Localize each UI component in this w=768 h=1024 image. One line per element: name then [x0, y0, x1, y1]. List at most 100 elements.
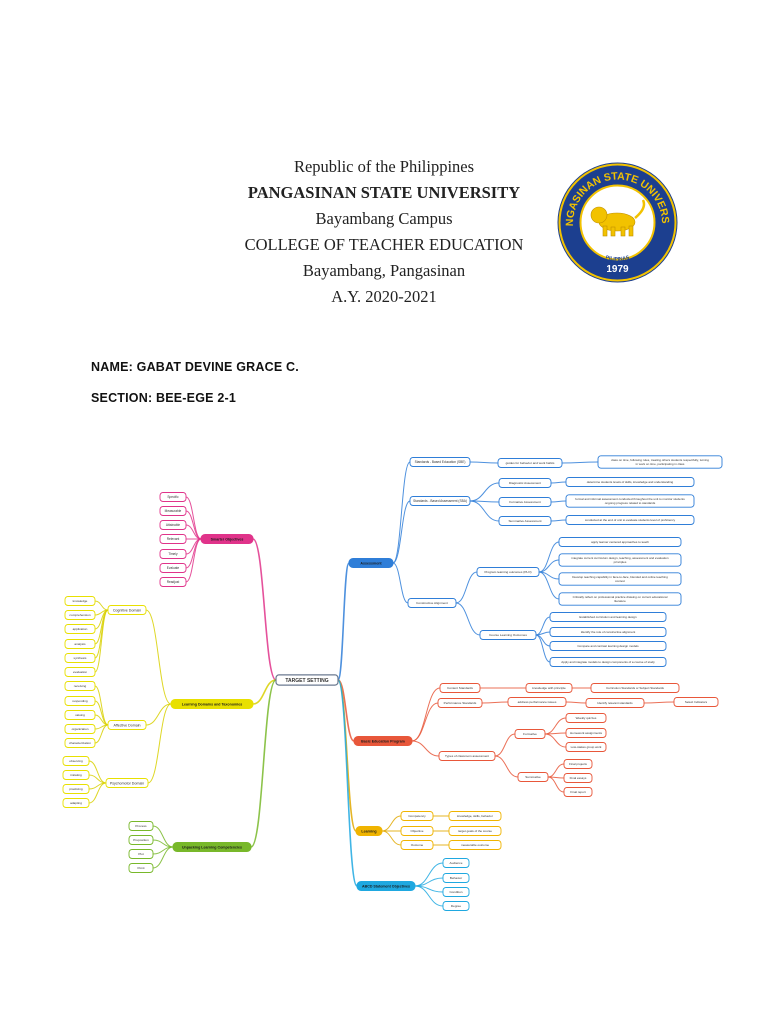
mind-map-node-conducted-at-the-end-of-unit-to-evaluate: conducted at the end of unit to evaluate… — [565, 515, 695, 525]
mind-map-node-label: valuing — [75, 713, 85, 717]
mind-map-link — [550, 500, 567, 503]
mind-map-node-learning: Learning — [355, 826, 383, 836]
mind-map-node-label: Outcome — [411, 843, 424, 847]
mind-map-node-label: Standards - Based Education (SBE) — [415, 460, 466, 464]
mind-map-node-final-report: Final report — [563, 787, 593, 797]
mind-map-node-label: Constructive Alignment — [416, 601, 448, 605]
mind-map-link — [185, 510, 202, 540]
mind-map-link — [547, 776, 565, 793]
mind-map-node-label: Summative Assessment — [508, 519, 541, 523]
mind-map-node-label: class on time, following rules, treating… — [611, 458, 709, 466]
mind-map-node-imitating: imitating — [62, 770, 90, 780]
mind-map-link — [152, 846, 174, 869]
mind-map-node-label: Cognitive Domain — [113, 608, 141, 612]
mind-map-node-timely: Timely — [159, 549, 187, 559]
mind-map-link — [88, 760, 107, 784]
mind-map-node-label: Formative — [523, 732, 537, 736]
mind-map-node-label: Identify relevant standards — [597, 701, 633, 705]
mind-map-link — [550, 519, 567, 522]
mind-map-node-adapting: adapting — [62, 798, 90, 808]
mind-map-link — [381, 815, 402, 832]
mind-map-link — [145, 703, 172, 726]
mind-map-node-label: Summative — [525, 775, 541, 779]
mind-map-node-label: Attainable — [166, 523, 180, 527]
mind-map-link — [494, 755, 519, 778]
mind-map-node-label: receiving — [74, 684, 87, 688]
mind-map-node-measurable: Measurable — [159, 506, 187, 516]
mind-map-link — [414, 885, 444, 907]
mind-map-node-measurable-outcome: measurable outcome — [448, 840, 502, 850]
mind-map-node-label: Identify the role of constructive alignm… — [581, 630, 636, 634]
mind-map-node-label: adapting — [70, 801, 82, 805]
mind-map-node-curriculum-standards-or-subject-standard: Curriculum Standards or Subject Standard… — [590, 683, 680, 693]
mind-map-node-label: evaluation — [73, 670, 87, 674]
mind-map-node-content-standards: Content Standards — [439, 683, 481, 693]
mind-map-node-performance-standards: Performance Standards — [437, 698, 483, 708]
mind-map-link — [469, 482, 500, 502]
mind-map-node-standards-based-education-sbe: Standards - Based Education (SBE) — [409, 457, 471, 467]
mind-map-node-label: Evaluate — [167, 566, 180, 570]
mind-map-link — [252, 679, 277, 705]
mind-map-node-label: Final essays — [570, 776, 587, 780]
mind-map-node-relevant: Relevant — [159, 534, 187, 544]
mind-map-link — [94, 609, 109, 673]
mind-map-node-label: Smarter Objectives — [211, 537, 244, 541]
mind-map-node-valuing: valuing — [64, 710, 96, 720]
mind-map-node-label: Homework assignments — [570, 731, 603, 735]
mind-map-node-characterization: characterization — [64, 738, 96, 748]
mind-map-link — [392, 461, 411, 564]
mind-map-node-label: Relevant — [167, 537, 180, 541]
mind-map-node-knowledge-with-principle: knowledge with principle — [525, 683, 573, 693]
mind-map-node-target-setting: TARGET SETTING — [275, 674, 339, 686]
mind-map-node-label: observing — [69, 759, 83, 763]
student-section: SECTION: BEE-EGE 2-1 — [91, 391, 236, 405]
mind-map-node-low-stakes-group-work: Low-stakes group work — [565, 742, 607, 752]
mind-map-node-established-curriculum-and-learning-desi: Established curriculum and learning desi… — [549, 612, 667, 622]
mind-map-link — [411, 740, 440, 757]
mind-map-node-unpacking-learning-competencies: Unpacking Learning Competencies — [172, 842, 252, 852]
mind-map-link — [252, 538, 277, 681]
mind-map-node-label: integrate current curriculum design, tea… — [571, 556, 669, 564]
mind-map-node-label: characterization — [69, 741, 91, 745]
mind-map-node-label: Plot — [138, 852, 143, 856]
mind-map-node-develop-teaching-capability-in-face-to-f: Develop teaching capability in face-to-f… — [558, 572, 682, 586]
mind-map-node-outcome: Outcome — [400, 840, 434, 850]
mind-map-node-smarter-objectives: Smarter Objectives — [200, 534, 254, 544]
mind-map-node-formative-assessment: Formative Assessment — [498, 497, 552, 507]
mind-map-node-affective-domain: Affective Domain — [107, 720, 147, 730]
mind-map-node-label: application — [73, 627, 88, 631]
mind-map-node-label: Low-stakes group work — [571, 745, 602, 749]
mind-map-node-guides-for-behavior-and-work-habits: guides for behavior and work habits — [497, 458, 563, 468]
mind-map-link — [544, 717, 567, 735]
mind-map-node-summative: Summative — [517, 772, 549, 782]
mind-map-node-label: Assessment — [360, 561, 382, 565]
mind-map-link — [535, 634, 551, 663]
mind-map-node-evaluation: evaluation — [64, 667, 96, 677]
svg-text:PILIPINAS: PILIPINAS — [605, 254, 631, 262]
mind-map-node-audience: Audience — [442, 858, 470, 868]
svg-text:1979: 1979 — [606, 264, 629, 275]
mind-map-node-attainable: Attainable — [159, 520, 187, 530]
mind-map-node-label: Weekly quizzes — [576, 716, 597, 720]
mind-map-link — [455, 571, 478, 604]
mind-map-node-program-learning-outcomes-plo: Program learning outcomes (PLO) — [476, 567, 540, 577]
mind-map-link — [411, 687, 441, 742]
mind-map-node-types-of-classroom-assessment: Types of classroom assessment — [438, 751, 496, 761]
mind-map-node-label: Types of classroom assessment — [445, 754, 489, 758]
mind-map-link — [250, 679, 277, 848]
mind-map-node-learning-domains-and-taxonomies: Learning Domains and Taxonomies — [170, 699, 254, 709]
mind-map-node-label: practicing — [69, 787, 83, 791]
mind-map-node-abcd-statement-objectives: ABCD Statement Objectives — [356, 881, 416, 891]
mind-map-link — [550, 481, 567, 484]
mind-map-node-organization: organization — [64, 724, 96, 734]
mind-map-node-identify-the-role-of-constructive-alignm: Identify the role of constructive alignm… — [549, 627, 667, 637]
mind-map-node-target-goals-of-the-course: target goals of the course — [448, 826, 502, 836]
mind-map-node-knowledge-skills-behavior: knowledge, skills, behavior — [448, 811, 502, 821]
mind-map-node-label: knowledge with principle — [532, 686, 566, 690]
mind-map-node-label: Audience — [450, 861, 463, 865]
mind-map-node-label: Apply and integrate models to design com… — [561, 660, 655, 664]
mind-map-node-psychomotor-domain: Psychomotor Domain — [105, 778, 149, 788]
mind-map-link — [145, 609, 172, 705]
